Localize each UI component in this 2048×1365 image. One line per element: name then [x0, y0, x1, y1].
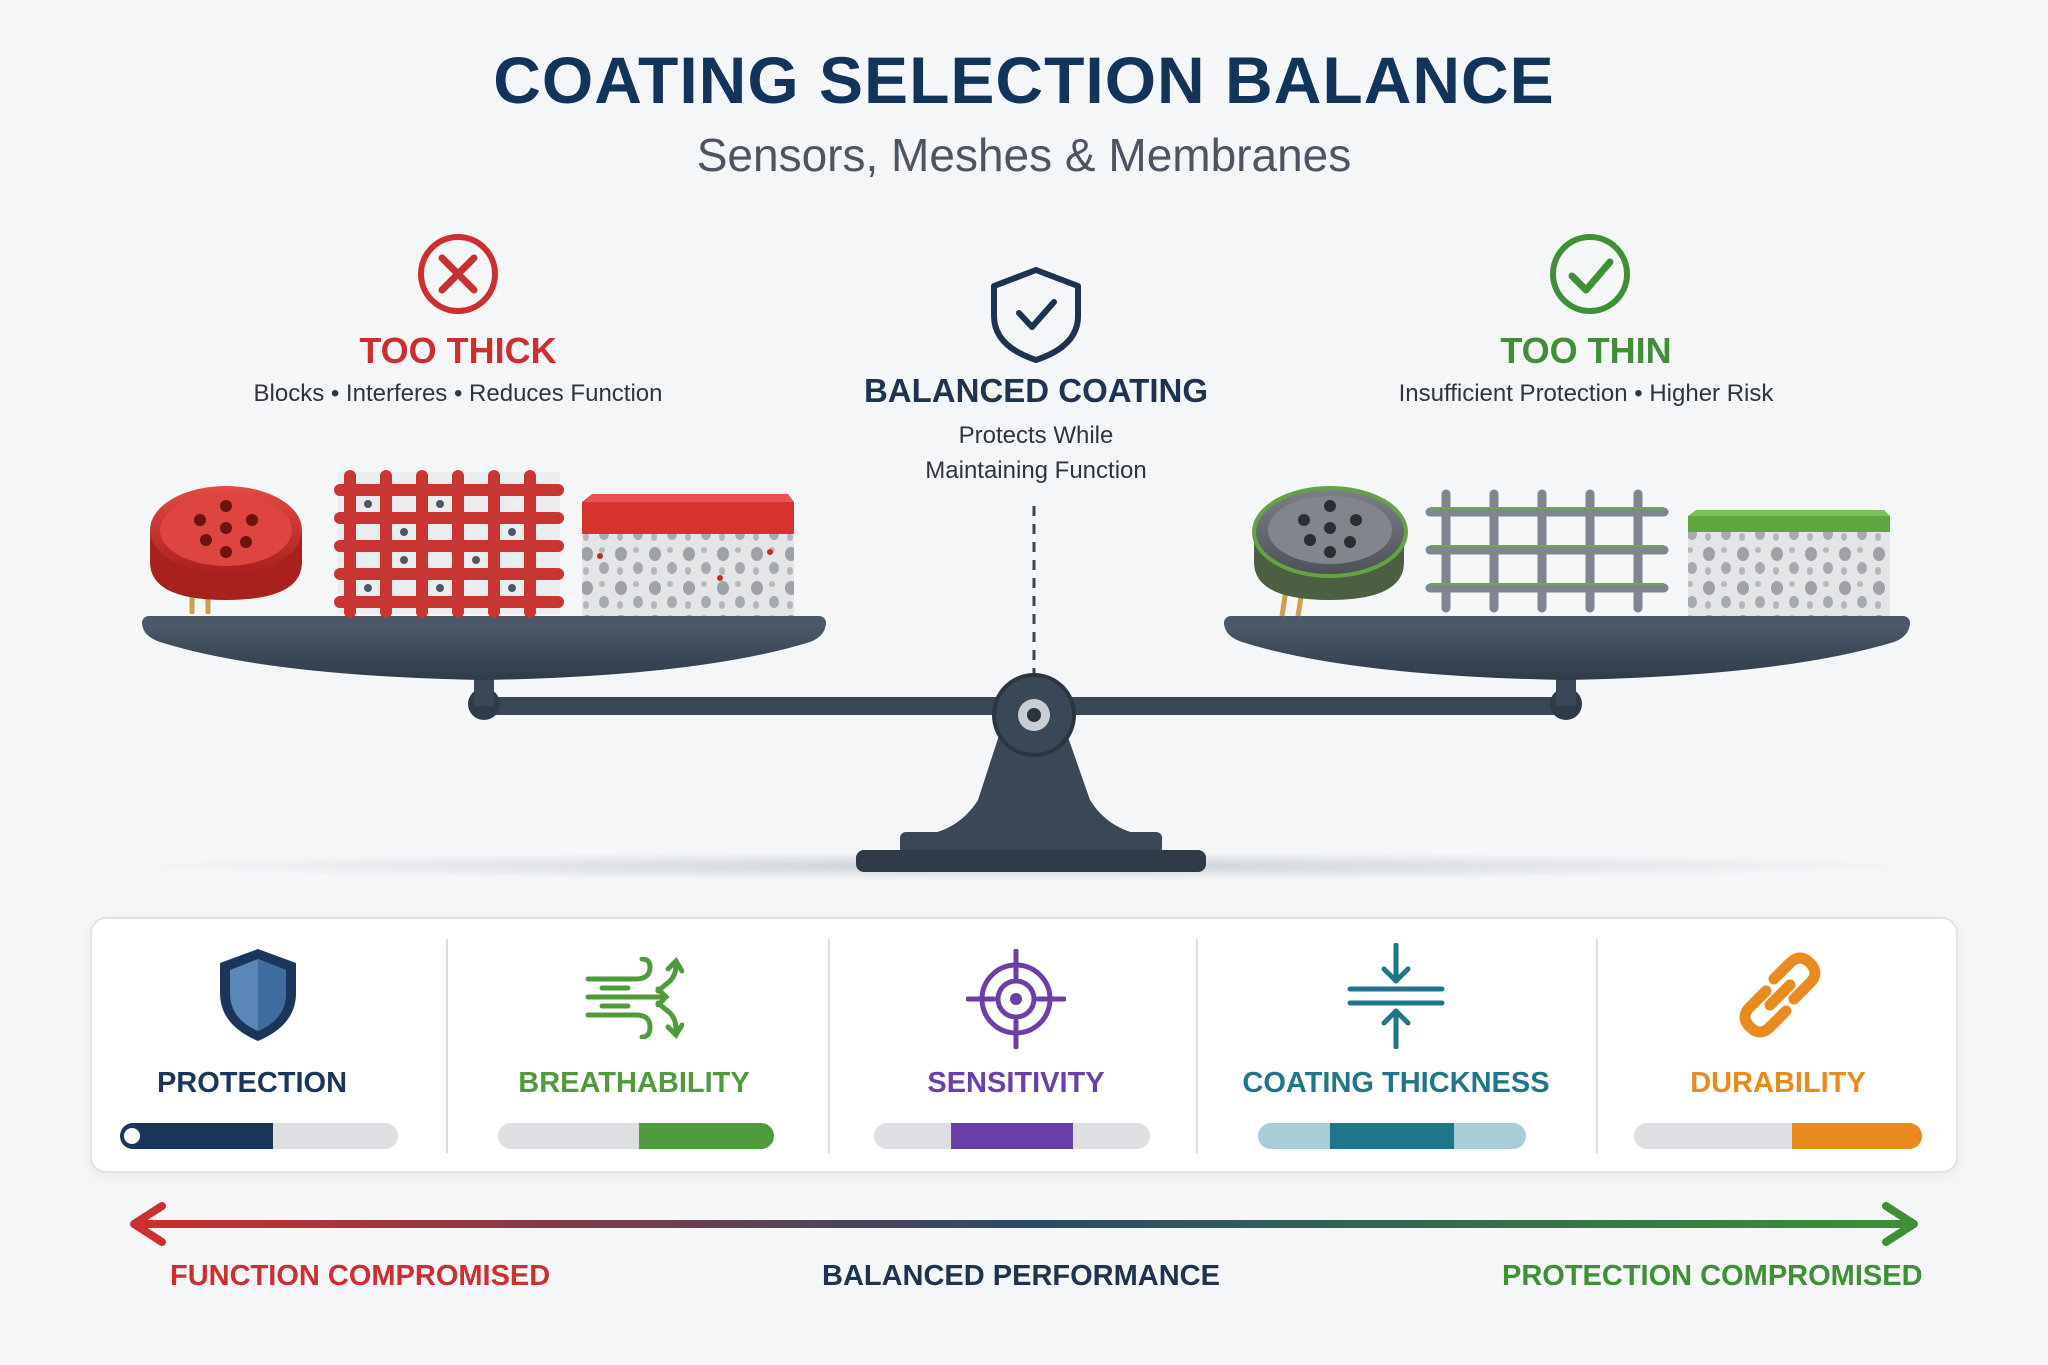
right-pan	[1224, 616, 1910, 680]
check-circle-icon	[1550, 234, 1630, 314]
thick-coated-sensor	[150, 486, 302, 614]
balanced-coating-heading: BALANCED COATING	[863, 372, 1209, 409]
airflow-icon	[585, 957, 684, 1039]
metric-bar-fill-sensitivity	[951, 1123, 1073, 1149]
scale-base-upper	[900, 832, 1162, 854]
balanced-coating-description-line2: Maintaining Function	[925, 457, 1147, 484]
scale-pillar	[918, 720, 1150, 836]
shield-icon	[220, 949, 296, 1041]
metric-divider	[1196, 939, 1198, 1153]
balanced-coating-description-line1: Protects While	[958, 422, 1114, 449]
page-title: COATING SELECTION BALANCE	[493, 43, 1555, 117]
thick-coated-membrane	[582, 494, 794, 616]
chain-link-icon	[1739, 952, 1821, 1038]
metrics-panel: PROTECTION BREATHABILITY	[90, 917, 1958, 1173]
metric-label-coating-thickness: COATING THICKNESS	[1242, 1067, 1550, 1099]
balance-scale-illustration	[124, 234, 1924, 880]
metric-bar-coating-thickness	[1258, 1123, 1526, 1149]
compress-arrows-icon	[1347, 943, 1445, 1049]
thin-coated-membrane	[1688, 510, 1890, 616]
shield-check-icon	[991, 267, 1081, 363]
target-icon	[966, 949, 1066, 1049]
pivot-center	[1027, 708, 1041, 722]
scale-base	[856, 850, 1206, 872]
metric-divider	[828, 939, 830, 1153]
protection-compromised-label: PROTECTION COMPROMISED	[1502, 1260, 1923, 1292]
metric-label-durability: DURABILITY	[1690, 1067, 1866, 1099]
arrow-left-head-icon	[130, 1202, 166, 1246]
too-thick-description: Blocks • Interferes • Reduces Function	[253, 380, 663, 407]
metric-bar-breathability	[498, 1123, 774, 1149]
x-circle-icon	[418, 234, 498, 314]
metric-divider	[446, 939, 448, 1153]
metric-bar-fill-coating-thickness	[1330, 1123, 1454, 1149]
metric-bar-sensitivity	[874, 1123, 1150, 1149]
metric-bar-fill-durability	[1792, 1123, 1922, 1149]
thick-coated-mesh	[334, 470, 564, 618]
left-pan	[142, 616, 826, 680]
metric-divider	[1596, 939, 1598, 1153]
metric-label-sensitivity: SENSITIVITY	[927, 1067, 1105, 1099]
metric-bar-knob	[124, 1128, 140, 1144]
thin-coated-sensor	[1252, 486, 1408, 617]
metric-label-protection: PROTECTION	[156, 1067, 348, 1099]
page-subtitle: Sensors, Meshes & Membranes	[696, 129, 1352, 181]
metric-bar-fill-breathability	[638, 1123, 774, 1149]
spectrum-line	[140, 1220, 1908, 1228]
metric-label-breathability: BREATHABILITY	[518, 1067, 750, 1099]
too-thin-description: Insufficient Protection • Higher Risk	[1398, 380, 1774, 407]
arrow-right-head-icon	[1882, 1202, 1918, 1246]
balanced-performance-label: BALANCED PERFORMANCE	[822, 1260, 1220, 1292]
metric-bar-fill-protection	[120, 1123, 273, 1149]
metric-bar-durability	[1634, 1123, 1922, 1149]
too-thick-heading: TOO THICK	[359, 330, 557, 371]
thin-coated-mesh	[1425, 489, 1669, 613]
function-compromised-label: FUNCTION COMPROMISED	[170, 1260, 551, 1292]
metric-bar-protection	[120, 1123, 398, 1149]
too-thin-heading: TOO THIN	[1500, 330, 1672, 371]
